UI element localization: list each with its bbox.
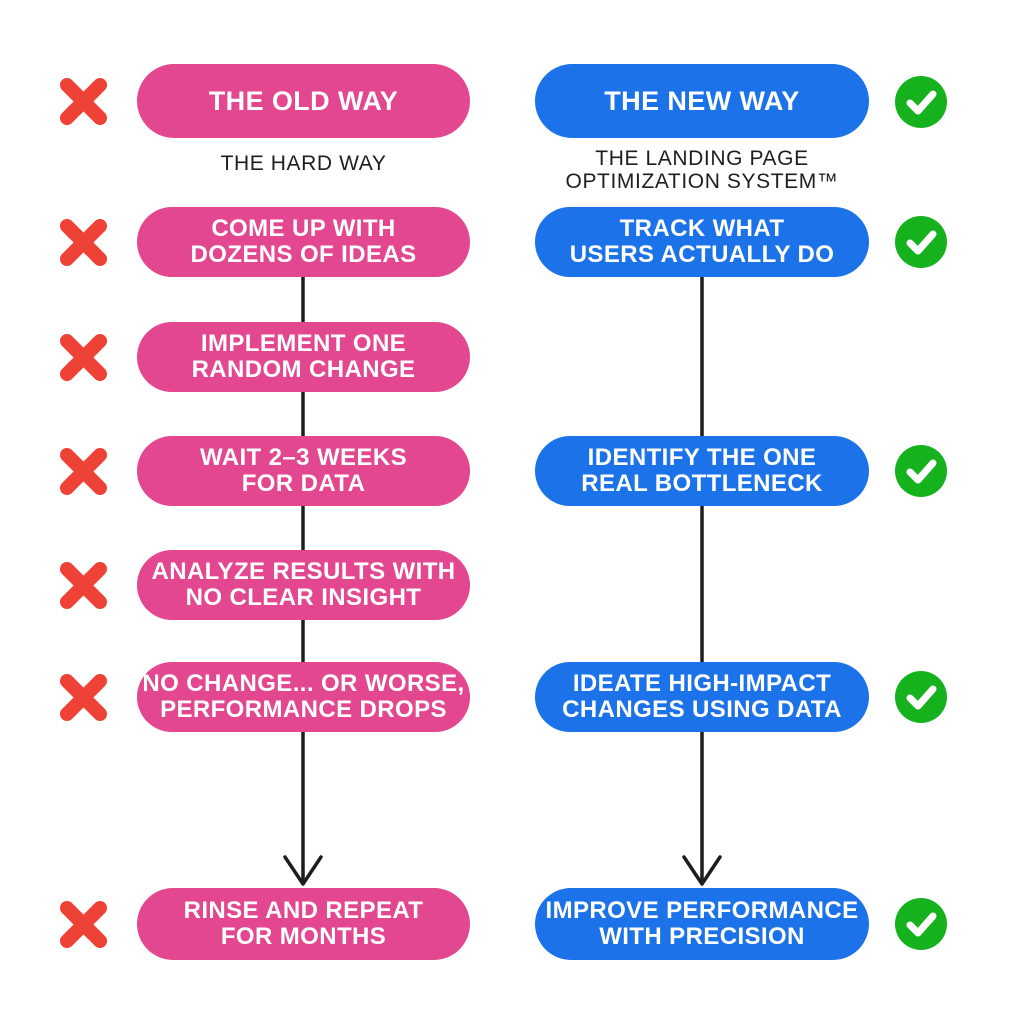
old-way-step-pill: RINSE AND REPEAT FOR MONTHS xyxy=(137,888,470,960)
check-icon xyxy=(895,76,947,128)
new-way-subtitle: THE LANDING PAGE OPTIMIZATION SYSTEM™ xyxy=(565,147,839,193)
arrowhead-icon xyxy=(682,855,722,886)
cross-icon xyxy=(57,216,110,269)
old-way-header-label: THE OLD WAY xyxy=(208,86,399,116)
new-way-header-pill: THE NEW WAY xyxy=(535,64,869,138)
old-way-step-pill: WAIT 2–3 WEEKS FOR DATA xyxy=(137,436,470,506)
old-way-header-pill: THE OLD WAY xyxy=(137,64,470,138)
cross-icon xyxy=(57,331,110,384)
cross-icon xyxy=(57,671,110,724)
old-way-step-pill: IMPLEMENT ONE RANDOM CHANGE xyxy=(137,322,470,392)
check-icon xyxy=(895,671,947,723)
check-icon xyxy=(895,445,947,497)
check-icon xyxy=(895,898,947,950)
old-way-step-pill: COME UP WITH DOZENS OF IDEAS xyxy=(137,207,470,277)
cross-icon xyxy=(57,75,110,128)
new-way-header-label: THE NEW WAY xyxy=(604,86,800,116)
cross-icon xyxy=(57,445,110,498)
arrowhead-icon xyxy=(283,855,323,886)
new-way-step-pill: IMPROVE PERFORMANCE WITH PRECISION xyxy=(535,888,869,960)
old-way-step-pill: ANALYZE RESULTS WITH NO CLEAR INSIGHT xyxy=(137,550,470,620)
new-way-step-pill: IDENTIFY THE ONE REAL BOTTLENECK xyxy=(535,436,869,506)
new-way-step-pill: IDEATE HIGH-IMPACT CHANGES USING DATA xyxy=(535,662,869,732)
check-icon xyxy=(895,216,947,268)
old-way-step-pill: NO CHANGE... OR WORSE, PERFORMANCE DROPS xyxy=(137,662,470,732)
new-way-step-pill: TRACK WHAT USERS ACTUALLY DO xyxy=(535,207,869,277)
cross-icon xyxy=(57,559,110,612)
old-way-subtitle: THE HARD WAY xyxy=(220,152,387,175)
cross-icon xyxy=(57,898,110,951)
